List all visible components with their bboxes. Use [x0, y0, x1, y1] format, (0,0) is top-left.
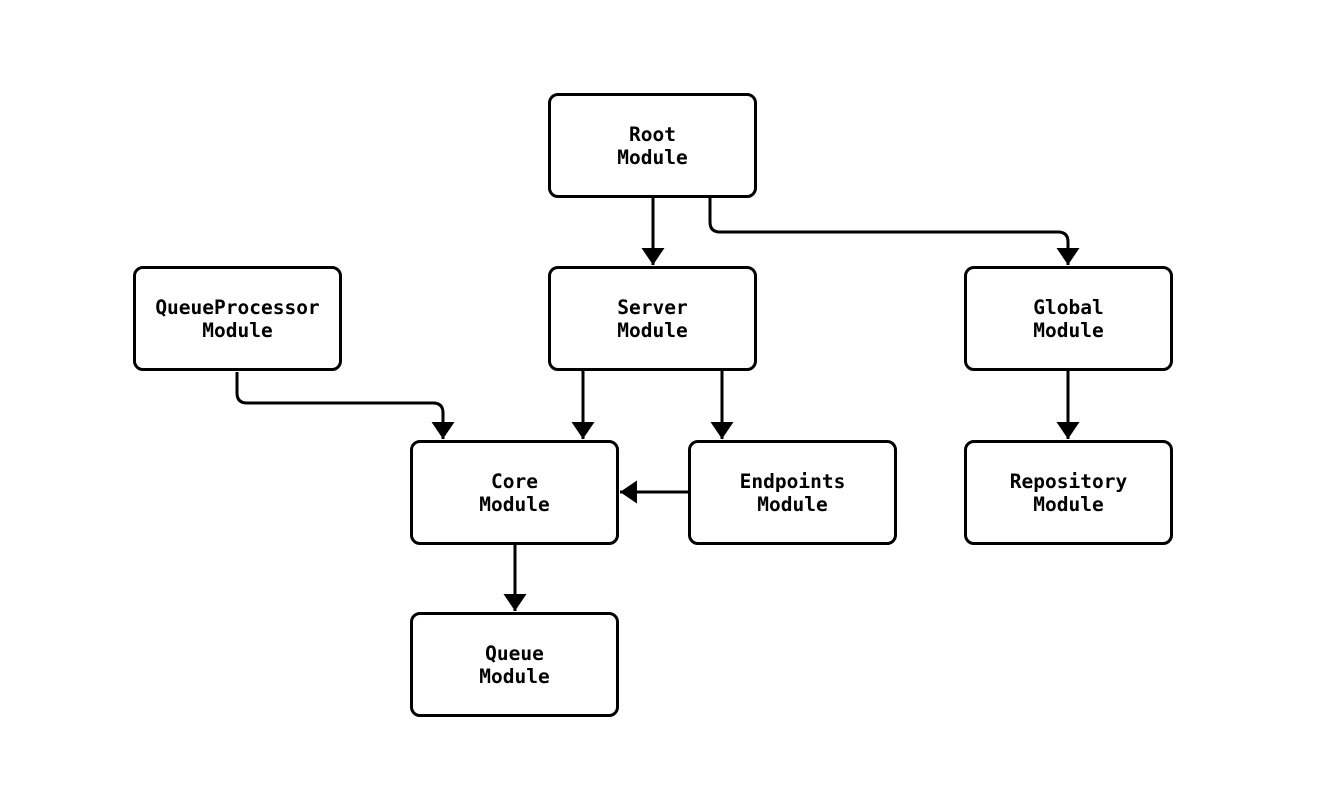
node-root-module-label: Root Module — [617, 122, 688, 169]
node-root-module: Root Module — [548, 93, 757, 198]
node-endpoints-module-label: Endpoints Module — [739, 469, 846, 516]
node-global-module: Global Module — [964, 266, 1173, 371]
node-queue-module-label: Queue Module — [479, 641, 550, 688]
node-queueprocessor-module-label: QueueProcessor Module — [155, 295, 320, 342]
edge-root-to-global — [708, 198, 1080, 265]
node-endpoints-module: Endpoints Module — [688, 440, 897, 545]
node-core-module: Core Module — [410, 440, 619, 545]
node-repository-module-label: Repository Module — [1009, 469, 1128, 516]
node-queue-module: Queue Module — [410, 612, 619, 717]
node-core-module-label: Core Module — [479, 469, 550, 516]
node-global-module-label: Global Module — [1033, 295, 1104, 342]
node-queueprocessor-module: QueueProcessor Module — [133, 266, 342, 371]
node-repository-module: Repository Module — [964, 440, 1173, 545]
node-server-module-label: Server Module — [617, 295, 688, 342]
edge-queueprocessor-to-core — [235, 372, 455, 439]
node-server-module: Server Module — [548, 266, 757, 371]
